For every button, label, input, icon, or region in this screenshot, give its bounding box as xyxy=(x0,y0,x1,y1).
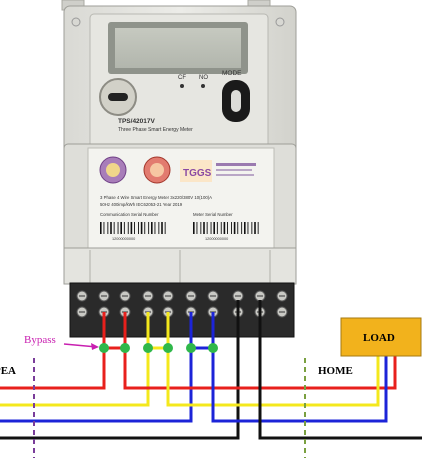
barcode-bar xyxy=(237,222,239,234)
barcode-bar xyxy=(148,222,150,234)
barcode-bar xyxy=(164,222,166,234)
barcode-bar xyxy=(107,222,109,234)
barcode-right-number: 12000000000 xyxy=(205,237,228,241)
barcode-bar xyxy=(216,222,218,234)
spec-line-1: 3 Phase 4 Wire Smart Energy Meter 3x220/… xyxy=(100,195,212,200)
barcode-bar xyxy=(151,222,153,234)
bypass-node xyxy=(163,343,173,353)
barcode-bar xyxy=(257,222,259,234)
no-led-icon xyxy=(201,84,205,88)
barcode-bar xyxy=(123,222,125,234)
barcode-bar xyxy=(117,222,119,234)
university-seal-logo-inner xyxy=(106,163,120,177)
cf-led-icon xyxy=(180,84,184,88)
wire-yellow-pea xyxy=(0,348,150,407)
bypass-node xyxy=(120,343,130,353)
barcode-bar xyxy=(200,222,202,234)
wire-blue-pea xyxy=(0,348,193,423)
bypass-arrowhead-icon xyxy=(91,343,99,350)
barcode-bar xyxy=(227,222,228,234)
barcode-bar xyxy=(193,222,195,234)
barcode-right xyxy=(193,222,259,234)
barcode-bar xyxy=(140,222,143,234)
barcode-bar xyxy=(138,222,139,234)
bypass-node xyxy=(208,343,218,353)
barcode-bar xyxy=(231,222,232,234)
barcode-bar xyxy=(206,222,208,234)
wire-black-pea xyxy=(0,300,240,440)
institute-text-block xyxy=(216,169,252,171)
screw-icon xyxy=(275,17,285,27)
lcd-screen xyxy=(115,28,241,68)
barcode-bar xyxy=(134,222,135,234)
wire-yellow-out xyxy=(166,312,380,407)
barcode-bar xyxy=(161,222,163,234)
barcode-bar xyxy=(110,222,112,234)
barcode-bar xyxy=(251,222,253,234)
bypass-nodes xyxy=(99,343,218,353)
barcode-bar xyxy=(158,222,160,234)
load-box xyxy=(340,317,422,357)
barcode-bar xyxy=(233,222,236,234)
pea-label: PEA xyxy=(0,365,16,377)
bypass-node xyxy=(186,343,196,353)
institute-text-block xyxy=(216,174,254,176)
barcode-bar xyxy=(247,222,249,234)
cf-label: CF xyxy=(178,75,186,81)
terminal-screws xyxy=(76,290,288,318)
barcode-left xyxy=(100,222,166,234)
barcode-bar xyxy=(220,222,222,234)
barcode-bar xyxy=(144,222,146,234)
institute-text-block xyxy=(216,163,256,166)
home-label: HOME xyxy=(318,365,353,377)
barcode-bar xyxy=(127,222,129,234)
optical-port-slot xyxy=(108,93,128,101)
barcode-bar xyxy=(203,222,205,234)
comm-serial-label: Communication Serial Number xyxy=(100,212,159,217)
meter-subtitle: Three Phase Smart Energy Meter xyxy=(118,127,193,133)
barcode-left-number: 12000000000 xyxy=(112,237,135,241)
spec-line-2: 50Hz 400imp/kWh IEC62053-21 Year 2019 xyxy=(100,202,183,207)
barcode-bar xyxy=(196,222,198,234)
meter-serial-label: Meter Serial Number xyxy=(193,212,233,217)
barcode-bar xyxy=(113,222,115,234)
load-label: LOAD xyxy=(363,332,395,344)
barcode-bar xyxy=(213,222,215,234)
bypass-label: Bypass xyxy=(24,334,56,346)
bypass-node xyxy=(99,343,109,353)
barcode-bar xyxy=(223,222,226,234)
tggs-logo-box xyxy=(180,160,212,182)
barcode-bar xyxy=(103,222,105,234)
meter-model: TPS/42017V xyxy=(118,118,156,125)
barcode-bar xyxy=(244,222,246,234)
mode-label: MODE xyxy=(222,70,242,77)
screw-icon xyxy=(71,17,81,27)
energy-meter: CF NO MODE TPS/42017V Three Phase Smart … xyxy=(61,0,297,338)
wire-black-out xyxy=(258,300,422,440)
tggs-logo: TGGS xyxy=(183,168,212,179)
barcode-bar xyxy=(100,222,102,234)
wire-blue-out xyxy=(211,312,388,423)
barcode-bar xyxy=(210,222,212,234)
crest-logo-inner xyxy=(150,163,164,177)
barcode-bar xyxy=(154,222,156,234)
no-label: NO xyxy=(199,75,208,81)
barcode-bar xyxy=(241,222,243,234)
wiring xyxy=(0,300,422,440)
barcode-bar xyxy=(130,222,133,234)
barcode-bar xyxy=(254,222,256,234)
barcode-bar xyxy=(120,222,122,234)
mode-button-inner xyxy=(231,90,241,112)
bypass-node xyxy=(143,343,153,353)
